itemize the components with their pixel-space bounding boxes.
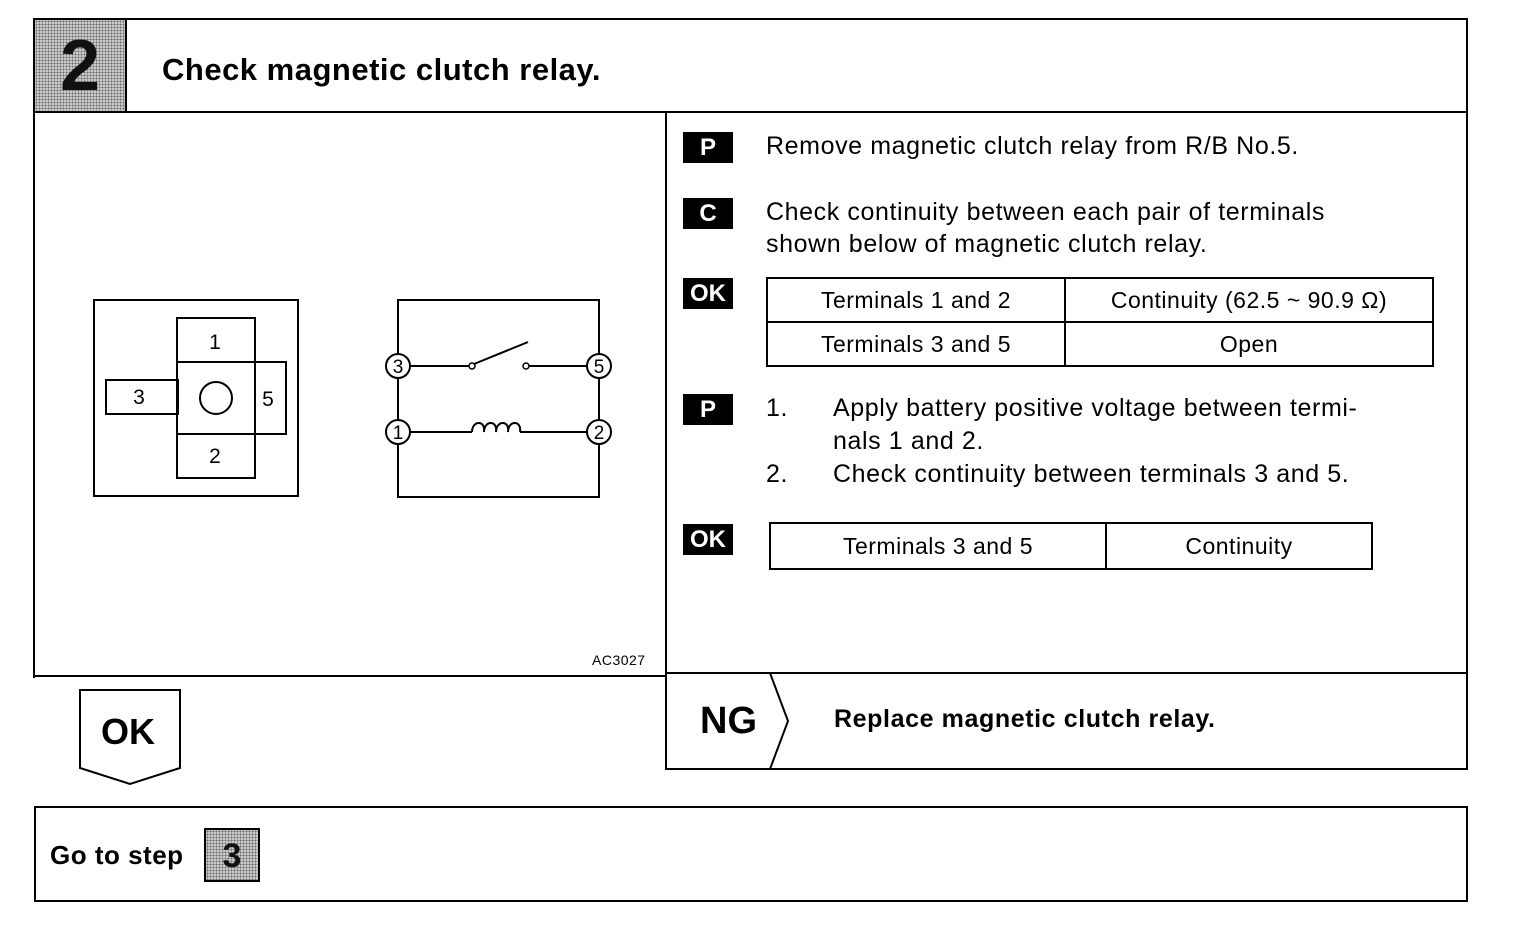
tag-ok-2: OK — [683, 524, 733, 555]
goto-step-badge: 3 — [204, 828, 260, 882]
relay-outline — [93, 299, 299, 497]
table-cell-terminals: Terminals 1 and 2 — [766, 277, 1066, 323]
switch-contact-right — [522, 362, 530, 370]
circuit-terminal-label-5: 5 — [594, 357, 605, 378]
ng-label: NG — [700, 700, 757, 742]
circuit-terminal-2 — [586, 419, 612, 445]
table-row: Terminals 3 and 5 Open — [766, 321, 1434, 367]
page-title: Check magnetic clutch relay. — [162, 52, 601, 87]
relay-center-block — [176, 361, 256, 435]
circuit-frame-bottom — [397, 444, 600, 498]
table-cell-terminals: Terminals 3 and 5 — [769, 522, 1107, 570]
relay-figure: 1 2 3 5 3 5 1 2 — [93, 299, 612, 498]
header-divider — [34, 111, 1468, 113]
ng-chevron — [769, 673, 790, 769]
spec-table-1: Terminals 1 and 2 Continuity (62.5 ~ 90.… — [766, 277, 1434, 367]
goto-text: Go to step — [50, 840, 184, 870]
list-item-text: Check continuity between terminals 3 and… — [833, 460, 1350, 488]
tag-check: C — [683, 198, 733, 229]
list-item-continuation: nals 1 and 2. — [766, 425, 1446, 458]
circuit-terminal-3 — [385, 353, 411, 379]
circuit-terminal-label-3: 3 — [393, 357, 404, 378]
step-number: 2 — [59, 26, 101, 106]
table-cell-result: Continuity (62.5 ~ 90.9 Ω) — [1064, 277, 1434, 323]
list-item-number: 2. — [766, 460, 789, 488]
step-number-badge: 2 — [35, 20, 127, 112]
frame-top — [34, 18, 1468, 20]
terminal-2-block — [176, 433, 256, 479]
figure-bottom — [34, 675, 666, 677]
terminal-5-block — [254, 361, 287, 435]
tag-prepare-2: P — [683, 394, 733, 425]
spec-table-2: Terminals 3 and 5 Continuity — [769, 522, 1373, 570]
relay-terminal-label-3: 3 — [133, 386, 145, 409]
relay-center-hole — [199, 381, 233, 415]
ok-result-badge: OK — [79, 689, 181, 786]
table-row: Terminals 3 and 5 Continuity — [769, 522, 1373, 570]
switch-contact-left — [468, 362, 476, 370]
table-row: Terminals 1 and 2 Continuity (62.5 ~ 90.… — [766, 277, 1434, 323]
list-item: 1. Apply battery positive voltage betwee… — [766, 392, 1446, 425]
list-item-text: nals 1 and 2. — [833, 427, 984, 455]
figure-code: AC3027 — [592, 652, 646, 668]
circuit-terminal-label-1: 1 — [393, 423, 404, 444]
list-item-text: Apply battery positive voltage between t… — [833, 394, 1358, 422]
switch-blade — [473, 341, 529, 365]
list-item-number: 1. — [766, 394, 789, 422]
circuit-frame — [397, 299, 600, 354]
ng-action: Replace magnetic clutch relay. — [834, 705, 1216, 733]
table-cell-result: Open — [1064, 321, 1434, 367]
ng-top — [666, 672, 1468, 674]
frame-left — [33, 18, 35, 678]
relay-terminal-label-1: 1 — [209, 331, 221, 354]
circuit-terminal-1 — [385, 419, 411, 445]
circuit-terminal-5 — [586, 353, 612, 379]
instruction-check-line1: Check continuity between each pair of te… — [766, 198, 1326, 226]
column-divider — [665, 112, 667, 770]
ok-label: OK — [101, 711, 155, 752]
instruction-check-line2: shown below of magnetic clutch relay. — [766, 230, 1208, 258]
list-item: 2. Check continuity between terminals 3 … — [766, 458, 1446, 491]
relay-terminal-label-2: 2 — [209, 445, 221, 468]
frame-right — [1466, 18, 1468, 770]
circuit-terminal-label-2: 2 — [594, 423, 605, 444]
tag-ok-1: OK — [683, 278, 733, 309]
goto-box — [34, 806, 1468, 902]
table-cell-result: Continuity — [1105, 522, 1373, 570]
instruction-remove-relay: Remove magnetic clutch relay from R/B No… — [766, 132, 1299, 160]
table-cell-terminals: Terminals 3 and 5 — [766, 321, 1066, 367]
relay-terminal-label-5: 5 — [262, 388, 274, 411]
coil — [471, 422, 522, 433]
ng-bottom — [666, 768, 1468, 770]
tag-prepare-1: P — [683, 132, 733, 163]
